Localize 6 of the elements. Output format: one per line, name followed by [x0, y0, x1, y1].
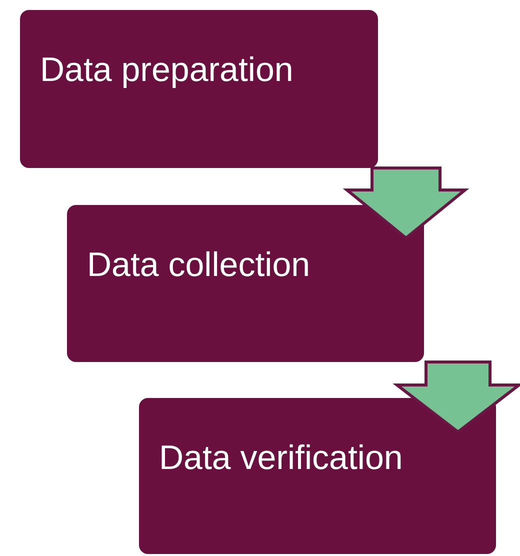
step-label: Data collection: [87, 245, 312, 286]
step-label: Data preparation: [40, 50, 294, 91]
process-box: [139, 398, 496, 554]
step-label: Data verification: [159, 438, 404, 479]
process-box: [20, 10, 378, 168]
process-box: [67, 205, 424, 362]
